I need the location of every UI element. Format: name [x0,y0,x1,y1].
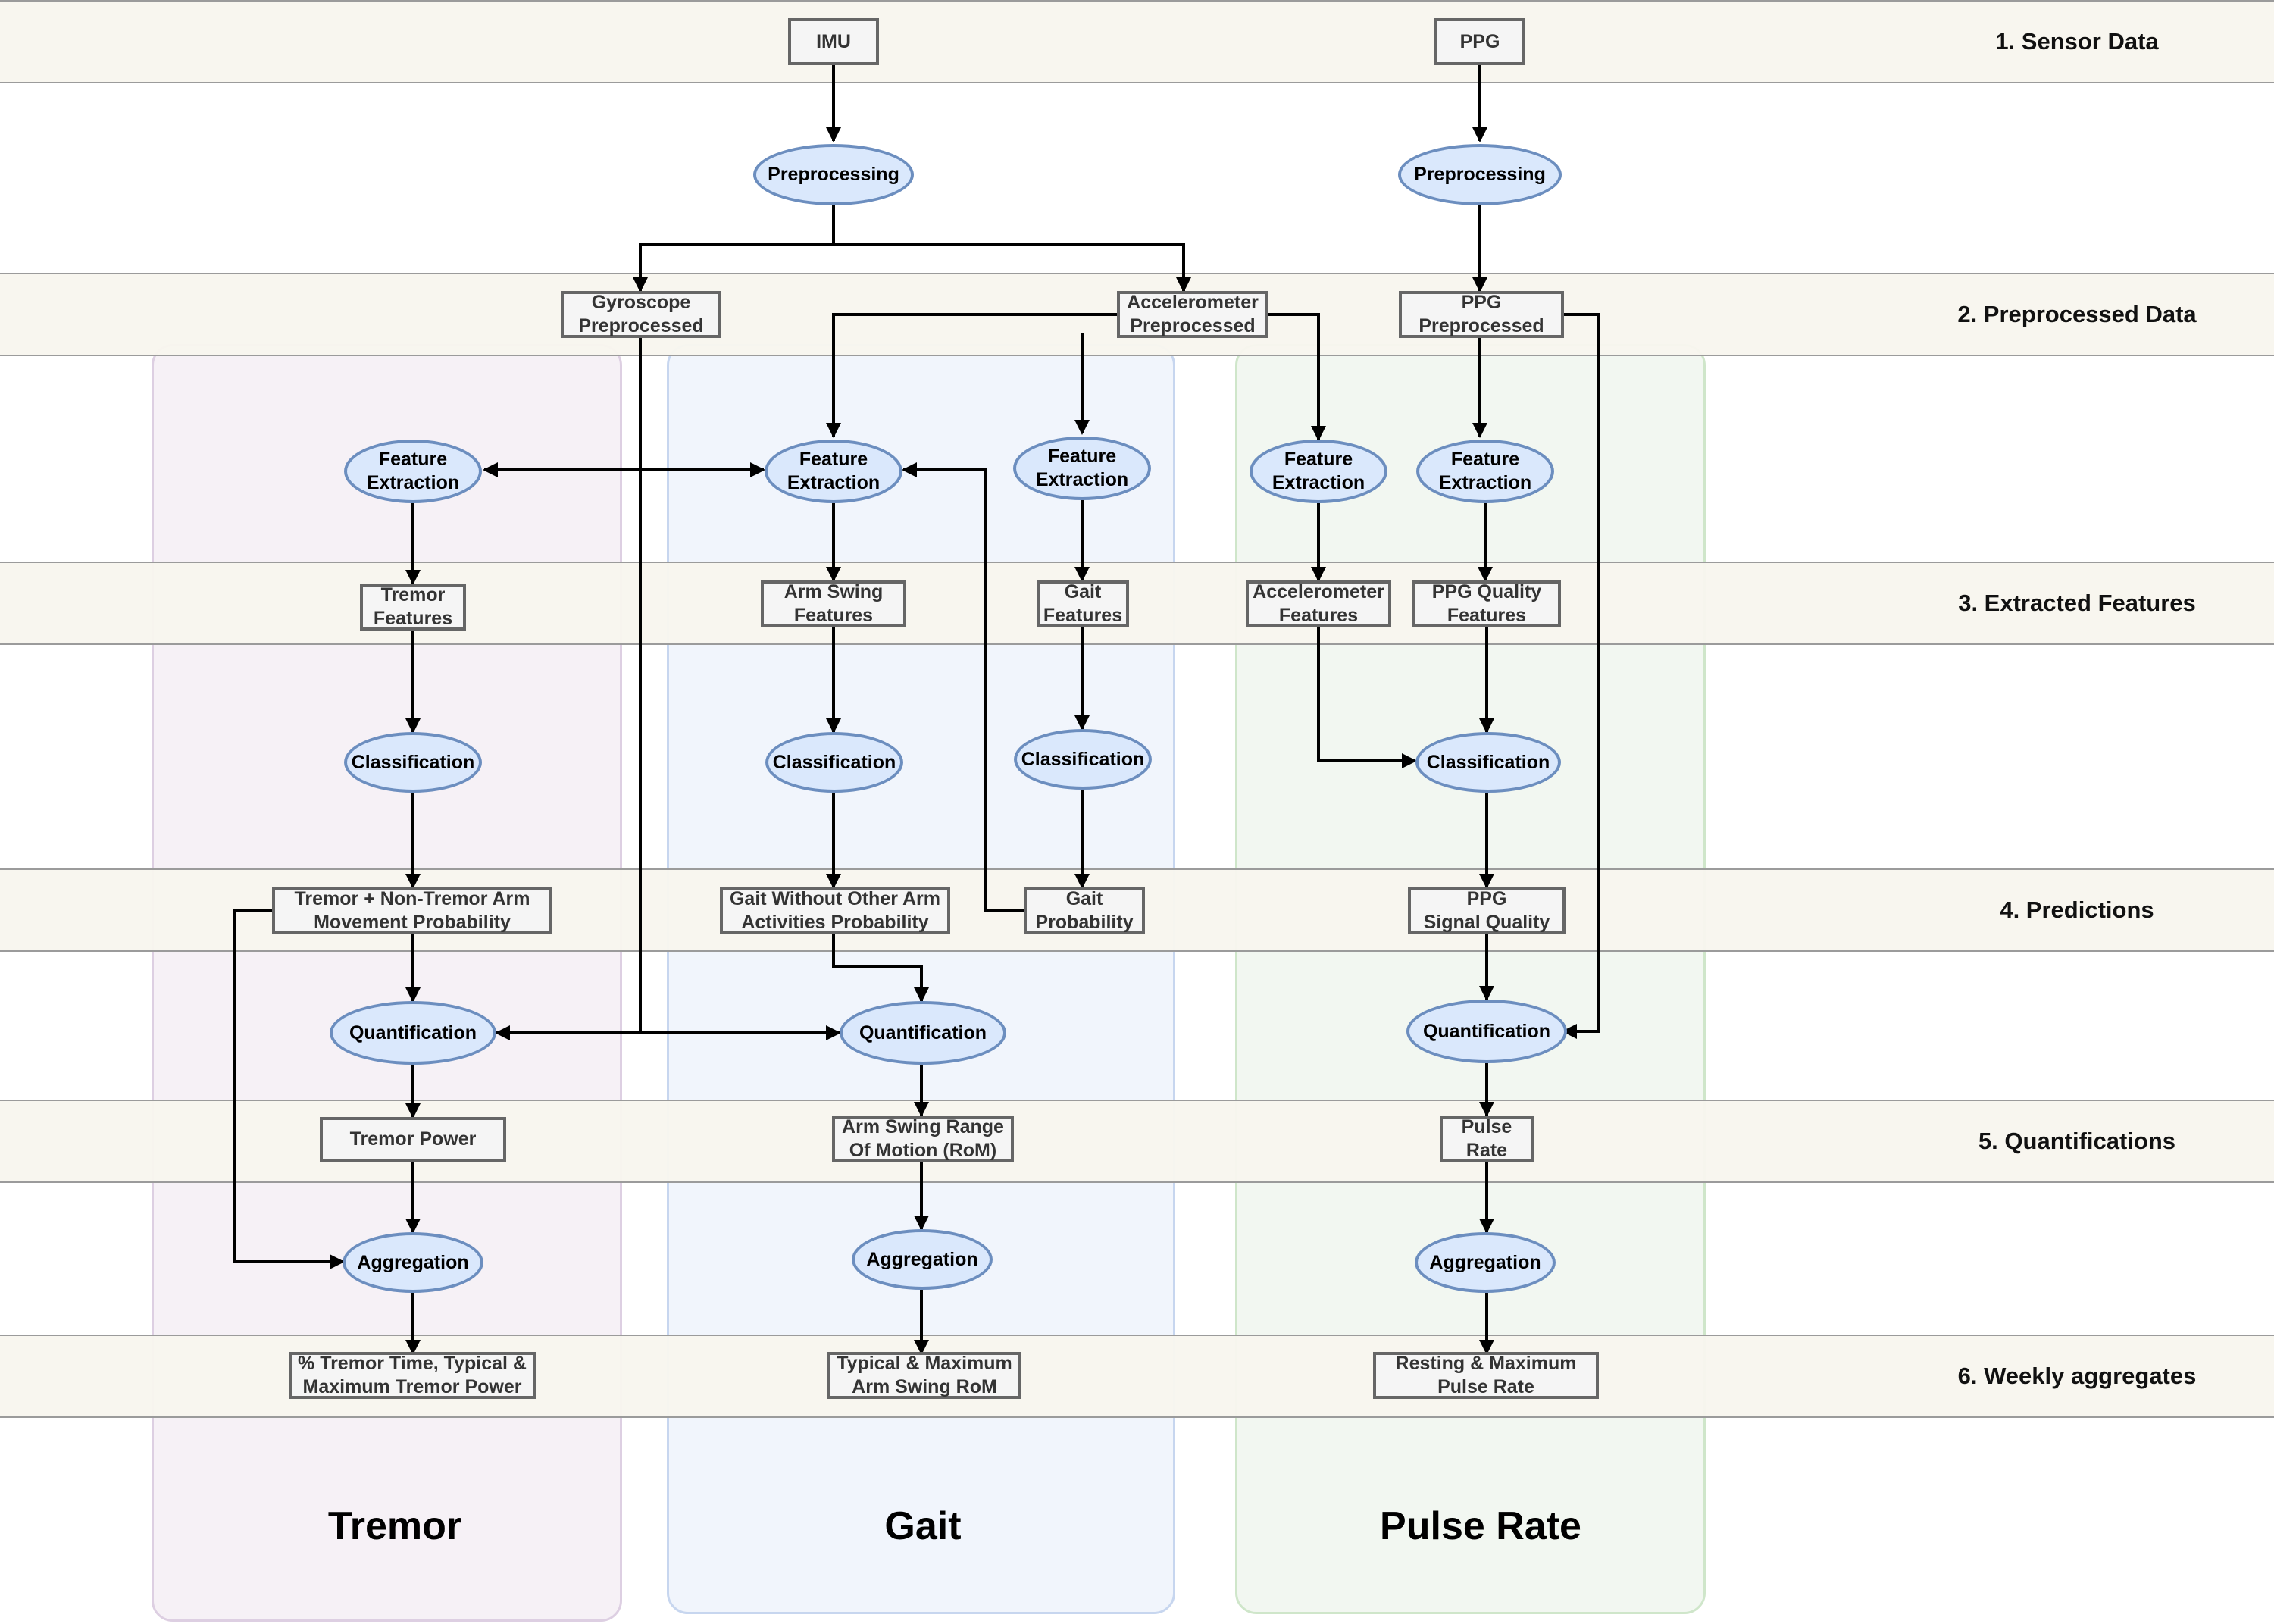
band-label: 5. Quantifications [1978,1128,2176,1154]
ppg-quantification-node: Quantification [1406,1000,1567,1063]
tremor-feature-extraction-node: Feature Extraction [344,440,482,503]
accelerometer-features-node: Accelerometer Features [1246,580,1391,627]
edge-accelerometer-to-fe-acc [1262,313,1326,441]
edge-acc-features-to-classification [1317,627,1417,768]
weekly-arm-swing-node: Typical & Maximum Arm Swing RoM [827,1352,1021,1399]
imu-node: IMU [788,18,879,65]
edge-gait-other-probability-to-quantification [832,934,929,1003]
gait-column-title: Gait [884,1504,962,1548]
ppg-node: PPG [1434,18,1525,65]
tremor-aggregation-node: Aggregation [343,1232,483,1293]
edge-accelerometer-to-fe-arm [826,313,1118,438]
edge-preprocessing-to-gyroscope [633,205,835,293]
ppg-feature-extraction-node: Feature Extraction [1416,440,1554,503]
band-label: 1. Sensor Data [1995,28,2159,55]
tremor-power-node: Tremor Power [320,1117,506,1162]
band-label: 6. Weekly aggregates [1957,1363,2197,1389]
edge-gait-probability-to-fe-arm [902,462,1024,912]
gyroscope-preprocessed-node: Gyroscope Preprocessed [561,291,721,338]
ppg-quality-features-node: PPG Quality Features [1412,580,1561,627]
pulse-rate-column-title: Pulse Rate [1380,1504,1581,1548]
gait-quantification-node: Quantification [840,1001,1006,1065]
gait-classification-node: Classification [1014,729,1152,790]
accelerometer-preprocessed-node: Accelerometer Preprocessed [1117,291,1268,338]
edge-tremor-probability-to-aggregation [233,909,345,1269]
band-label: 4. Predictions [2000,896,2154,923]
accelerometer-feature-extraction-node: Feature Extraction [1250,440,1387,503]
ppg-preprocessing-node: Preprocessing [1398,144,1562,205]
band-label: 2. Preprocessed Data [1957,301,2197,327]
ppg-signal-quality-node: PPG Signal Quality [1408,887,1566,934]
gait-probability-node: Gait Probability [1024,887,1145,934]
tremor-quantification-node: Quantification [330,1001,496,1065]
weekly-pulse-rate-node: Resting & Maximum Pulse Rate [1373,1352,1599,1399]
tremor-features-node: Tremor Features [360,584,466,631]
arm-swing-classification-node: Classification [765,732,903,793]
edge-ppg-preprocessed-to-quantification [1562,313,1600,1039]
arm-swing-feature-extraction-node: Feature Extraction [765,440,902,503]
arm-swing-features-node: Arm Swing Features [761,580,906,627]
gait-features-node: Gait Features [1037,580,1129,627]
gait-aggregation-node: Aggregation [852,1229,993,1290]
edge-preprocessing-to-accelerometer [834,243,1191,293]
arm-swing-rom-node: Arm Swing Range Of Motion (RoM) [832,1116,1014,1162]
tremor-probability-node: Tremor + Non-Tremor Arm Movement Probabi… [272,887,552,934]
pulse-rate-node: Pulse Rate [1440,1116,1534,1162]
gait-feature-extraction-node: Feature Extraction [1013,437,1151,500]
tremor-column-title: Tremor [327,1504,462,1548]
weekly-tremor-node: % Tremor Time, Typical & Maximum Tremor … [289,1352,536,1399]
gait-without-other-activities-probability-node: Gait Without Other Arm Activities Probab… [720,887,950,934]
tremor-classification-node: Classification [344,732,482,793]
band-label: 3. Extracted Features [1958,590,2196,616]
ppg-classification-node: Classification [1415,732,1561,793]
ppg-preprocessed-node: PPG Preprocessed [1399,291,1564,338]
ppg-aggregation-node: Aggregation [1415,1232,1556,1293]
band-sensor-data: 1. Sensor Data [0,0,2274,83]
imu-preprocessing-node: Preprocessing [753,144,914,205]
